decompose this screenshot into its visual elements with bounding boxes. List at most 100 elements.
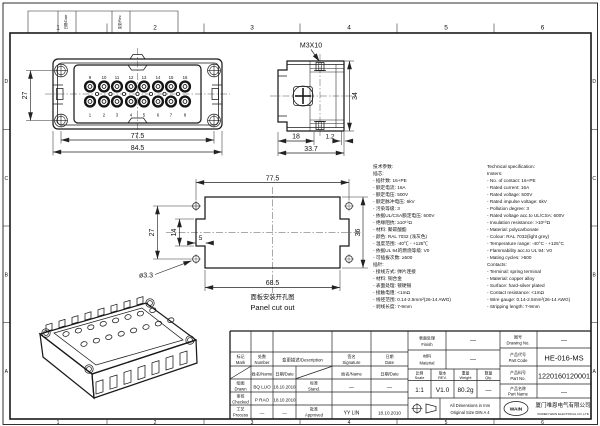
svg-text:日期: 日期	[386, 353, 394, 359]
svg-text:6: 6	[157, 113, 160, 118]
svg-text:14: 14	[156, 75, 161, 80]
company-name-en: XIAMEN WAIN ELECTRICAL CO.,LTD	[537, 412, 590, 416]
contact-holes	[83, 80, 192, 108]
svg-text:Material: Material	[420, 361, 435, 366]
svg-text:YY LIN: YY LIN	[344, 411, 360, 417]
grid-row-label: D	[4, 79, 8, 85]
dim-label: 34	[352, 92, 359, 100]
svg-text:18.10.2010: 18.10.2010	[274, 385, 297, 390]
cutout-caption-en: Panel cut out	[250, 303, 295, 312]
svg-text:3: 3	[116, 113, 119, 118]
svg-text:1: 1	[89, 113, 92, 118]
svg-text:Finish: Finish	[421, 342, 433, 347]
svg-text:Original Size DIN A 4: Original Size DIN A 4	[450, 410, 490, 415]
svg-text:Scale: Scale	[415, 375, 425, 380]
dim-label: 27	[22, 92, 29, 100]
svg-text:—: —	[470, 339, 476, 345]
svg-text:Mark: Mark	[236, 360, 246, 365]
dim-label: 36	[355, 229, 362, 237]
grid-row-label: A	[5, 369, 9, 375]
svg-text:签名: 签名	[348, 353, 356, 359]
svg-text:Part No.: Part No.	[510, 376, 525, 381]
dim-label: 1.2	[325, 134, 334, 141]
grid-col-label: 5	[445, 420, 448, 426]
svg-text:Drawn: Drawn	[234, 386, 247, 391]
svg-text:批准: 批准	[310, 406, 318, 412]
svg-text:日期/Date: 日期/Date	[275, 372, 294, 378]
revision-strip: 日期/Date 变更/Rev.	[27, 10, 179, 33]
dim-label: 84.5	[131, 145, 145, 152]
grid-row-label: B	[593, 273, 597, 279]
svg-text:—: —	[260, 411, 265, 416]
svg-text:9: 9	[89, 75, 92, 80]
svg-text:4: 4	[130, 113, 133, 118]
screw-callout: M3X10	[300, 43, 322, 50]
svg-text:Approved: Approved	[305, 412, 324, 417]
grid-col-label: 2	[154, 420, 157, 426]
dim-label: 5	[199, 235, 203, 242]
dim-label: 77.5	[266, 175, 280, 182]
svg-text:—: —	[387, 385, 392, 391]
hole-callout: ø3.3	[139, 273, 153, 280]
svg-text:—: —	[349, 385, 354, 391]
svg-text:Process: Process	[233, 412, 248, 417]
svg-text:11: 11	[115, 75, 120, 80]
svg-text:姓名/Name: 姓名/Name	[341, 371, 362, 378]
svg-text:REV.: REV.	[438, 375, 447, 380]
svg-text:All Dimensions in mm: All Dimensions in mm	[450, 403, 491, 408]
svg-text:图号: 图号	[514, 334, 522, 340]
corner-screw-icon	[54, 63, 221, 128]
grid-row-label: C	[4, 176, 8, 182]
svg-text:80.2g: 80.2g	[458, 387, 474, 394]
dim-label: 14	[171, 229, 178, 237]
svg-text:Date: Date	[385, 360, 395, 365]
svg-text:Checked: Checked	[232, 399, 249, 404]
specs-zh: 技术参数:插芯:- 插针数: 16+PE- 额定电流: 16A- 额定电压: 5…	[373, 164, 451, 309]
grid-col-label: 4	[347, 25, 351, 32]
svg-text:2: 2	[103, 113, 106, 118]
svg-text:8: 8	[184, 113, 187, 118]
svg-text:18.10.2010: 18.10.2010	[378, 411, 401, 416]
grid-col-label: 6	[541, 420, 544, 426]
specs-en: Technical specification:Insters:- No. of…	[487, 164, 571, 309]
svg-text:标记: 标记	[237, 353, 245, 359]
svg-text:WAIN: WAIN	[510, 407, 523, 413]
part-code-value: HE-016-MS	[544, 354, 583, 363]
grid-col-label: 2	[153, 25, 157, 32]
svg-text:12: 12	[129, 75, 134, 80]
mounting-screw-icon	[314, 62, 326, 130]
svg-text:版本: 版本	[439, 370, 447, 375]
svg-text:5: 5	[143, 113, 146, 118]
svg-text:Drawing No.: Drawing No.	[506, 340, 529, 345]
grid-col-label: 6	[541, 25, 545, 32]
grid-row-label: A	[593, 369, 597, 375]
isometric-view	[38, 296, 198, 400]
svg-text:10: 10	[102, 75, 107, 80]
svg-text:绘图: 绘图	[237, 380, 245, 386]
dim-label: 33.7	[304, 146, 318, 153]
part-no-value: 1220160120001	[538, 372, 590, 381]
svg-text:V1.0: V1.0	[436, 387, 450, 394]
projection-symbol-icon	[411, 403, 437, 414]
svg-text:—: —	[282, 411, 287, 416]
grid-row-label: C	[592, 176, 596, 182]
svg-text:重量: 重量	[462, 370, 470, 375]
svg-text:姓名/Name: 姓名/Name	[252, 371, 273, 378]
svg-text:15: 15	[169, 75, 174, 80]
svg-text:BQ LUO: BQ LUO	[253, 385, 271, 390]
svg-text:—: —	[561, 338, 567, 344]
svg-text:变更描述/Description: 变更描述/Description	[282, 357, 323, 364]
svg-text:7: 7	[170, 113, 173, 118]
svg-text:1:1: 1:1	[415, 387, 424, 394]
rev-strip-label: 日期/Date	[63, 14, 68, 29]
company-logo: WAIN 厦门唯恩电气有限公司 XIAMEN WAIN ELECTRICAL C…	[503, 401, 591, 416]
svg-text:Part Code: Part Code	[509, 358, 529, 363]
svg-text:—: —	[470, 358, 476, 364]
